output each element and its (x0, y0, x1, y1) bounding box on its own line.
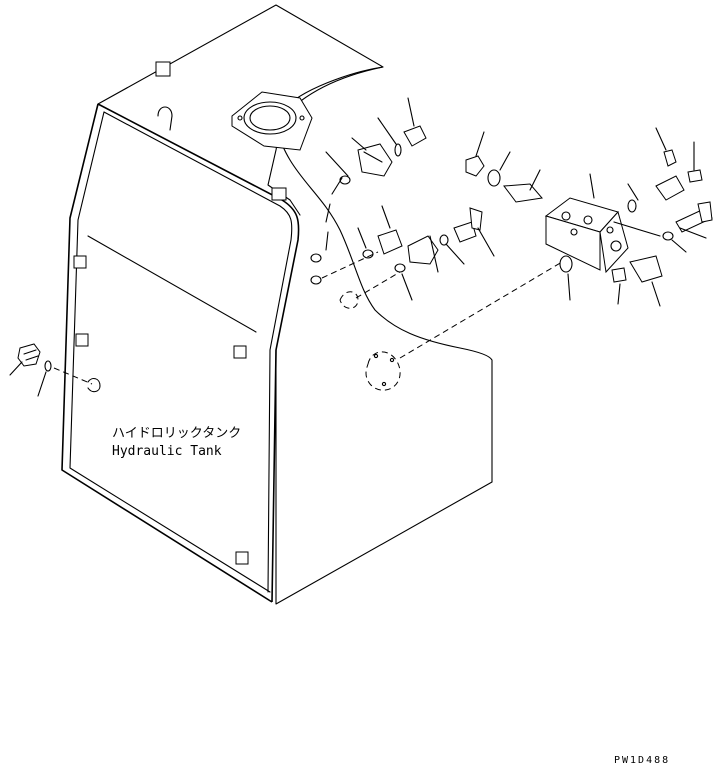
tank-right-face (275, 349, 493, 605)
tank-label-japanese: ハイドロリックタンク (112, 426, 241, 441)
hydraulic-tank: ハイドロリックタンク Hydraulic Tank (61, 4, 493, 605)
breather-parts (465, 131, 543, 203)
tank-front-panel (61, 103, 273, 603)
tank-label-english: Hydraulic Tank (112, 444, 222, 459)
left-elbow-fitting (9, 343, 101, 397)
tank-side-edge (97, 103, 300, 603)
lifting-hook-icon (157, 106, 173, 131)
filler-flange (231, 91, 313, 151)
tank-port-fittings (310, 97, 495, 309)
drawing-code: PW1D488 (614, 755, 670, 766)
tank-rear-flange (365, 261, 563, 391)
valve-block (544, 173, 687, 307)
mount-block (73, 61, 287, 565)
right-fittings (655, 127, 713, 239)
